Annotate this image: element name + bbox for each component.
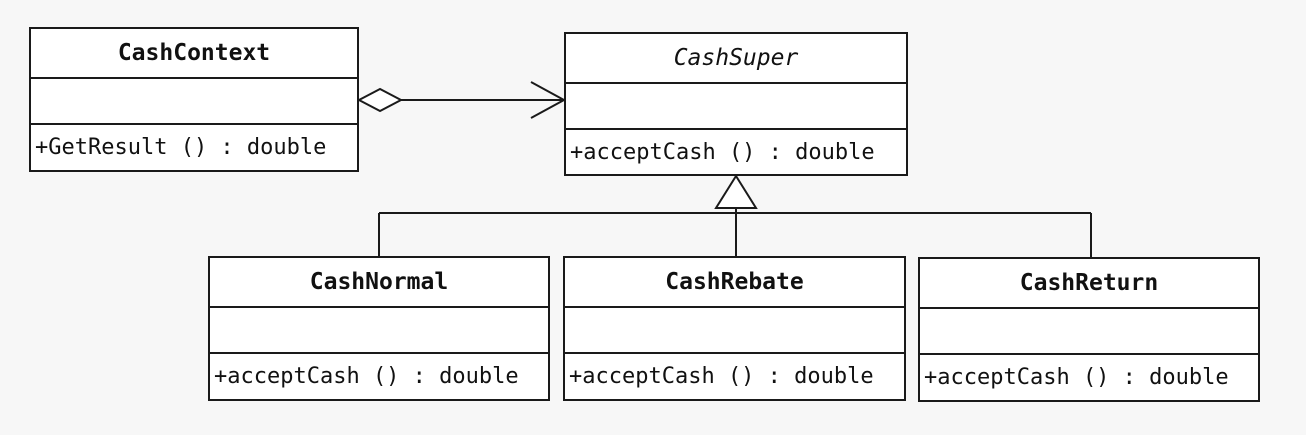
- class-name: CashContext: [31, 29, 357, 79]
- class-operation: +acceptCash () : double: [569, 364, 874, 389]
- class-attributes: [566, 84, 906, 130]
- class-name: CashRebate: [565, 258, 904, 308]
- class-operation: +acceptCash () : double: [214, 364, 519, 389]
- class-attributes: [31, 79, 357, 125]
- class-cash-rebate: CashRebate +acceptCash () : double: [563, 256, 906, 401]
- class-name: CashNormal: [210, 258, 548, 308]
- class-cash-context: CashContext +GetResult () : double: [29, 27, 359, 172]
- class-name: CashReturn: [920, 259, 1258, 309]
- class-cash-return: CashReturn +acceptCash () : double: [918, 257, 1260, 402]
- class-cash-normal: CashNormal +acceptCash () : double: [208, 256, 550, 401]
- class-operation: +acceptCash () : double: [570, 139, 875, 165]
- class-attributes: [920, 309, 1258, 355]
- class-operation: +GetResult () : double: [35, 135, 327, 160]
- class-attributes: [565, 308, 904, 354]
- class-name: CashSuper: [566, 34, 906, 84]
- generalization-triangle-icon: [714, 174, 758, 209]
- aggregation-diamond-icon: [356, 87, 404, 113]
- class-cash-super: CashSuper +acceptCash () : double: [564, 32, 908, 176]
- class-operation: +acceptCash () : double: [924, 365, 1229, 390]
- class-attributes: [210, 308, 548, 354]
